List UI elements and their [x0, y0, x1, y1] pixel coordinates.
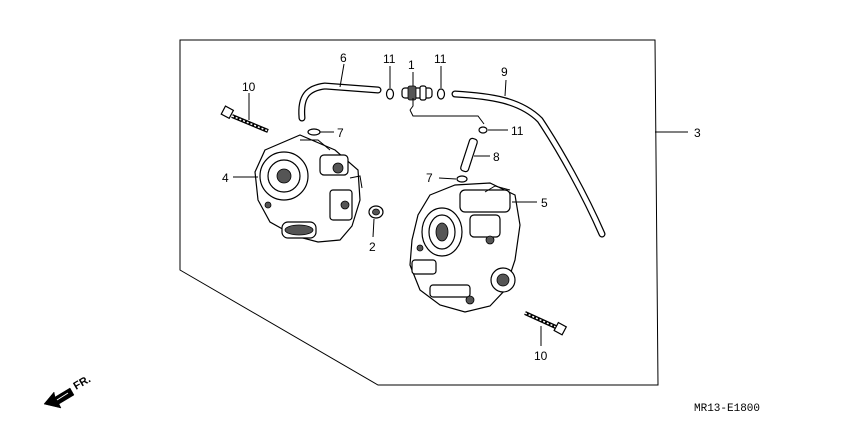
part-7-oring-b [456, 175, 468, 183]
callout-6: 6 [340, 51, 347, 65]
callout-10b: 10 [534, 349, 548, 363]
part-4-carburetor [254, 134, 363, 243]
callout-7b: 7 [426, 171, 433, 185]
part-1-joint [401, 85, 433, 111]
part-10-screw-top [220, 105, 269, 133]
callout-2: 2 [369, 240, 376, 254]
direction-label: FR. [72, 373, 93, 392]
callout-11b: 11 [434, 52, 447, 66]
leader-7b [438, 177, 457, 180]
callout-4: 4 [222, 171, 229, 185]
part-8-tube [460, 137, 478, 173]
callout-1: 1 [408, 58, 415, 72]
part-2-spring [368, 205, 384, 219]
diagram-code: MR13-E1800 [694, 403, 760, 415]
callout-7a: 7 [337, 126, 344, 140]
part-10-screw-bottom [524, 311, 568, 336]
callout-10a: 10 [242, 80, 256, 94]
part-6-tube [298, 82, 382, 122]
part-11-clip-c [478, 126, 488, 134]
callout-9: 9 [501, 65, 508, 79]
callout-11c: 11 [511, 124, 524, 138]
part-11-clip-b [436, 88, 446, 100]
assembly-boundary [179, 39, 659, 386]
callout-11a: 11 [383, 52, 396, 66]
part-9-tube [451, 90, 606, 238]
leader-2 [372, 218, 375, 238]
callout-3: 3 [694, 126, 701, 140]
front-direction-arrow [43, 387, 75, 409]
part-11-clip-a [385, 88, 395, 100]
callout-5: 5 [541, 196, 548, 210]
leader-joint [409, 109, 485, 125]
part-5-carburetor [409, 182, 521, 313]
callout-8: 8 [493, 150, 500, 164]
leader-6 [339, 63, 345, 88]
part-7-oring-a [307, 128, 321, 136]
leader-9 [504, 79, 507, 97]
